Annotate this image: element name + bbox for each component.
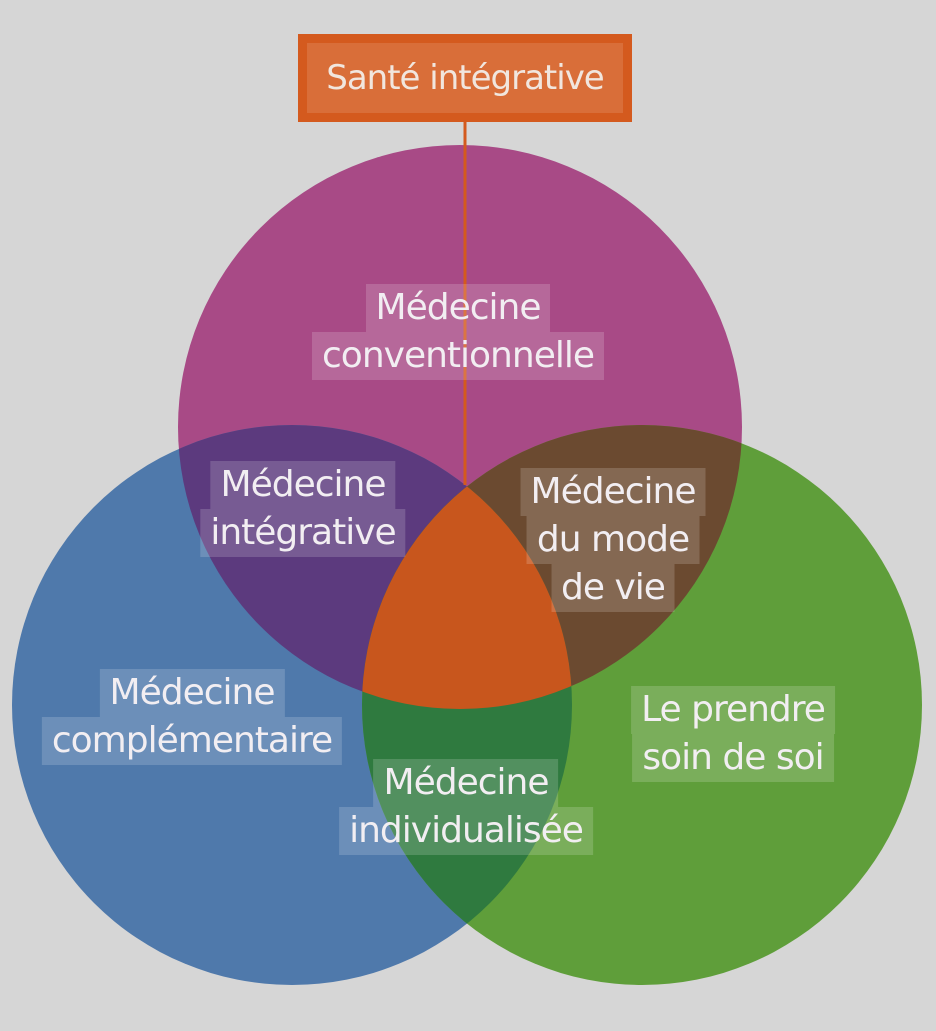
label-line: Médecine <box>373 759 559 807</box>
label-lifestyle: Médecine du mode de vie <box>520 468 706 612</box>
label-integrative: Médecine intégrative <box>200 461 406 557</box>
label-line: Médecine <box>520 468 706 516</box>
label-line: individualisée <box>339 807 593 855</box>
label-line: soin de soi <box>632 734 834 782</box>
label-line: Médecine <box>210 461 396 509</box>
label-individualized: Médecine individualisée <box>339 759 593 855</box>
label-line: du mode <box>526 516 700 564</box>
label-line: intégrative <box>200 509 406 557</box>
title-text: Santé intégrative <box>307 43 623 113</box>
label-line: Médecine <box>365 284 551 332</box>
label-line: complémentaire <box>41 717 343 765</box>
label-conventional: Médecine conventionnelle <box>312 284 604 380</box>
overlap-center <box>362 425 572 709</box>
label-line: de vie <box>551 564 675 612</box>
label-line: Médecine <box>99 669 285 717</box>
label-line: conventionnelle <box>312 332 604 380</box>
label-line: Le prendre <box>631 686 835 734</box>
title-box: Santé intégrative <box>298 34 632 122</box>
label-complementary: Médecine complémentaire <box>41 669 343 765</box>
label-selfcare: Le prendre soin de soi <box>631 686 835 782</box>
